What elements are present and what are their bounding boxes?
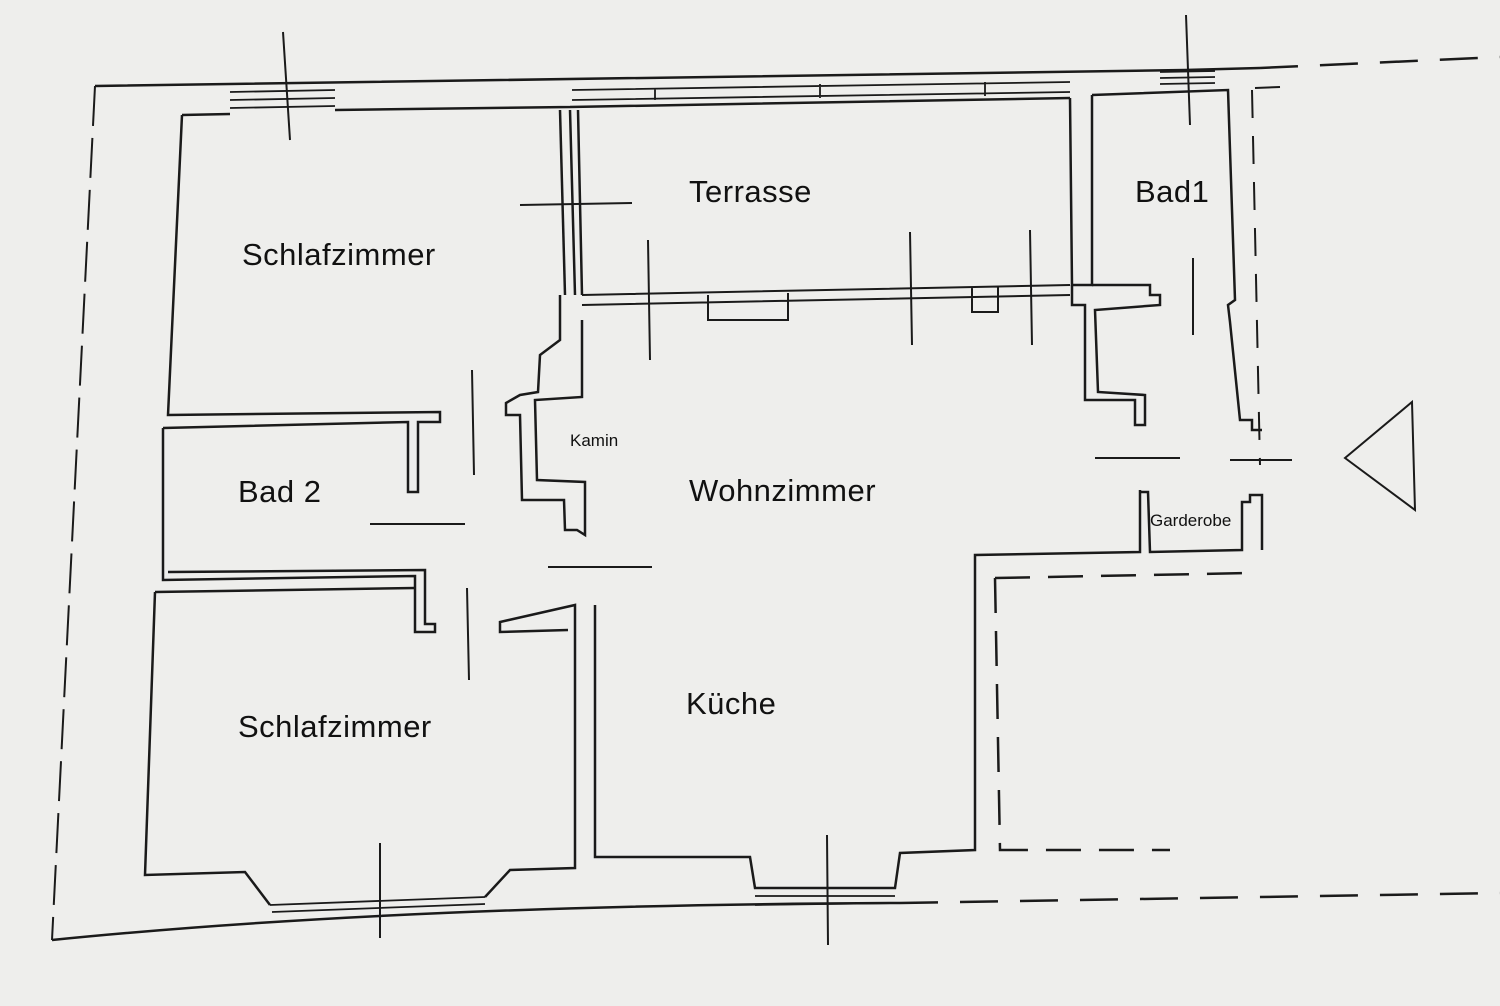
wall-bad1 bbox=[1091, 88, 1262, 432]
window-schlafzimmer-1 bbox=[229, 89, 336, 109]
wall-bad1-bottom bbox=[1070, 283, 1162, 427]
dashed-outline-right bbox=[1251, 86, 1281, 466]
room-label-garderobe: Garderobe bbox=[1150, 511, 1232, 530]
property-line-left bbox=[51, 85, 96, 941]
room-label-bad1: Bad1 bbox=[1135, 174, 1210, 209]
room-label-wohnzimmer: Wohnzimmer bbox=[689, 473, 877, 508]
room-label-schlafzimmer-1: Schlafzimmer bbox=[242, 237, 436, 272]
entrance-triangle-icon bbox=[1343, 399, 1417, 513]
dashed-outline-annex bbox=[993, 571, 1251, 852]
room-label-kueche: Küche bbox=[686, 686, 777, 721]
wall-bad2 bbox=[161, 428, 437, 634]
property-line-bottom bbox=[899, 891, 1500, 905]
room-label-schlafzimmer-2: Schlafzimmer bbox=[238, 709, 432, 744]
room-label-terrasse: Terrasse bbox=[689, 174, 812, 209]
wall-terrasse-bottom bbox=[581, 284, 1071, 321]
wall-garderobe bbox=[1140, 490, 1264, 554]
wall-terrasse-right bbox=[1068, 95, 1094, 287]
wall-kueche bbox=[593, 490, 1142, 890]
property-line-top bbox=[1259, 55, 1500, 70]
wall-schlafzimmer-1 bbox=[162, 114, 442, 494]
outer-wall-top bbox=[94, 66, 1261, 88]
wall-terrasse-left bbox=[568, 109, 584, 296]
wall-schlafzimmer-2 bbox=[143, 586, 577, 906]
wall-schlafzimmer-1-right bbox=[558, 109, 567, 296]
window-kueche bbox=[754, 887, 896, 906]
wall-kamin bbox=[504, 295, 587, 538]
window-schlafzimmer-2 bbox=[269, 896, 486, 913]
outer-wall-bottom bbox=[51, 901, 901, 942]
window-terrasse bbox=[571, 81, 1071, 101]
room-label-kamin: Kamin bbox=[570, 431, 619, 450]
top-wall-inner bbox=[181, 96, 1071, 117]
room-label-bad2: Bad 2 bbox=[238, 474, 322, 509]
axis-lines bbox=[282, 14, 1292, 946]
